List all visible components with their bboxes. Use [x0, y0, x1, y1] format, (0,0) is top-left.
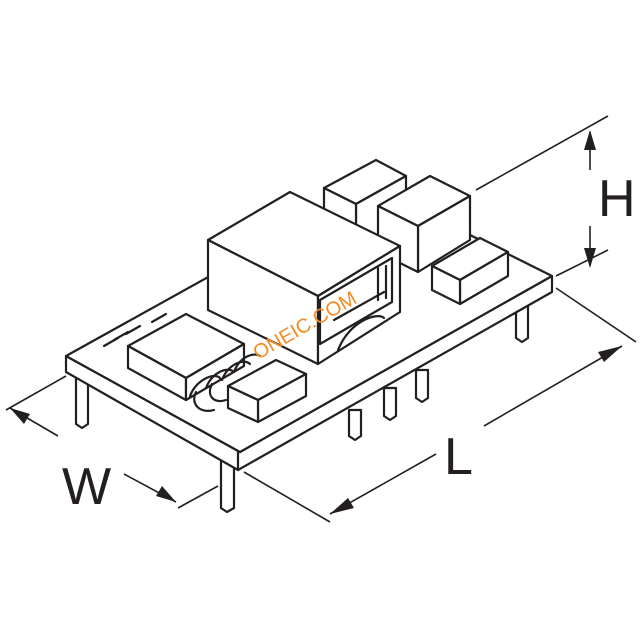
dimension-h: H — [475, 115, 636, 277]
l-arrow-left — [330, 498, 354, 514]
w-arrow-right — [156, 486, 176, 502]
l-extension-left — [243, 471, 331, 523]
w-arrow-left — [10, 408, 30, 424]
l-arrow-right — [598, 346, 622, 362]
board-pads — [102, 312, 168, 348]
component-small-front — [226, 358, 308, 424]
dimension-l: L — [243, 287, 637, 523]
h-extension-top — [475, 115, 609, 191]
pin-mid-1 — [347, 408, 363, 442]
pin-mid-2 — [382, 386, 398, 422]
width-label: W — [62, 458, 111, 516]
inductor-side — [184, 342, 246, 402]
w-extension-right — [177, 485, 219, 509]
component-back-right — [376, 174, 472, 274]
component-small-right — [430, 236, 510, 306]
dimension-w: W — [5, 375, 219, 516]
inductor-component — [126, 312, 262, 412]
h-extension-bottom — [555, 249, 609, 277]
transformer-block — [206, 190, 402, 366]
h-arrow-up — [584, 130, 596, 150]
w-extension-left — [5, 375, 67, 411]
h-arrow-down — [584, 248, 596, 268]
length-label: L — [444, 428, 473, 486]
pin-mid-3 — [414, 368, 430, 404]
l-extension-right — [555, 287, 637, 343]
height-label: H — [598, 170, 636, 228]
